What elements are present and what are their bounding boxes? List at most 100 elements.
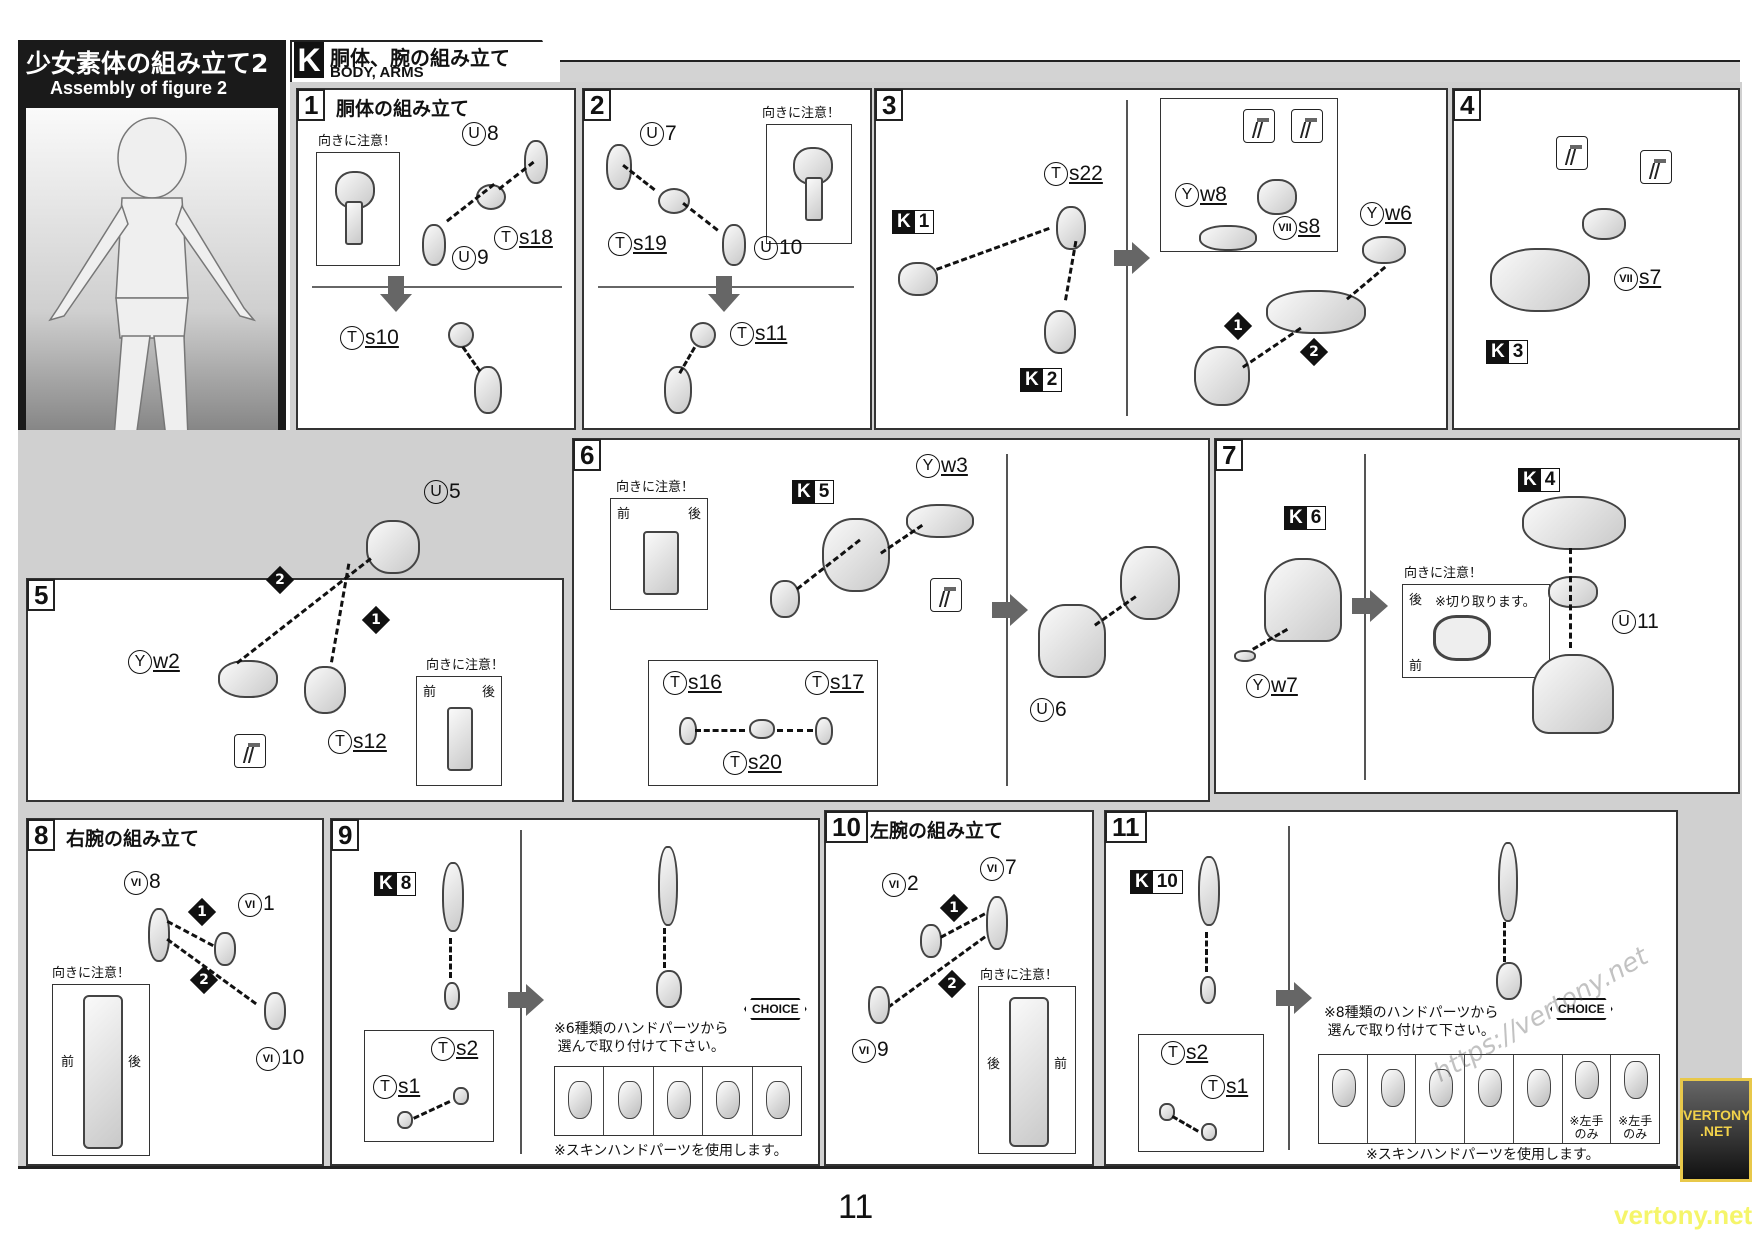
divider	[312, 286, 562, 288]
hand-option[interactable]	[1416, 1055, 1466, 1143]
hand-part-icon	[617, 1081, 642, 1119]
orientation-inset: 前 後	[610, 498, 708, 610]
part-image	[444, 982, 460, 1010]
part-image	[1120, 546, 1180, 620]
front-label: 前	[617, 507, 631, 522]
cut-gate-icon	[234, 734, 266, 768]
hand-option[interactable]	[703, 1067, 753, 1135]
part-image	[148, 908, 170, 962]
hand-note: ※8種類のハンドパーツから 選んで取り付けて下さい。	[1324, 1005, 1499, 1039]
part-image	[664, 366, 692, 414]
part-image	[1496, 962, 1522, 1000]
left-hand-only-note: ※左手のみ	[1618, 1114, 1653, 1141]
step-number: 11	[1105, 811, 1147, 843]
assembly-arrow	[1503, 922, 1506, 962]
watermark-site: vertony.net	[1614, 1200, 1753, 1230]
orientation-note: 向きに注意！	[1404, 566, 1483, 581]
section-letter: K	[294, 42, 324, 78]
assembly-arrow	[1171, 1115, 1199, 1133]
part-image	[1522, 496, 1626, 550]
order-badge-2: 2	[937, 969, 967, 999]
order-badge-2: 2	[1299, 337, 1329, 367]
hand-option[interactable]	[604, 1067, 654, 1135]
hand-part-icon	[1526, 1069, 1551, 1107]
hand-part-icon	[765, 1081, 790, 1119]
orientation-note: 向きに注意！	[426, 658, 505, 673]
hand-option[interactable]	[555, 1067, 605, 1135]
hand-part-icon	[716, 1081, 741, 1119]
section-title-jp: 胴体、腕の組み立て	[330, 46, 510, 70]
part-image	[1490, 248, 1590, 312]
order-badge-1: 1	[187, 897, 217, 927]
part-image	[805, 177, 823, 221]
divider	[1006, 454, 1008, 786]
step-number: 3	[875, 89, 904, 121]
down-arrow-icon	[708, 276, 740, 312]
hand-option[interactable]	[1368, 1055, 1417, 1143]
hand-option[interactable]	[654, 1067, 704, 1135]
down-arrow-icon	[380, 276, 412, 312]
part-image	[218, 660, 278, 698]
part-image	[442, 862, 464, 932]
part-image	[658, 188, 690, 214]
part-image	[476, 184, 506, 210]
part-image	[1009, 997, 1049, 1147]
hand-choice-box	[554, 1066, 802, 1136]
assembly-arrow	[461, 346, 482, 373]
assembly-arrow	[1205, 932, 1208, 972]
order-badge-1: 1	[939, 893, 969, 923]
part-image	[1056, 206, 1086, 250]
hand-option[interactable]: ※左手のみ	[1611, 1055, 1659, 1143]
part-image	[366, 520, 420, 574]
hand-option[interactable]	[1514, 1055, 1563, 1143]
cut-gate-icon	[930, 578, 962, 612]
part-image	[749, 719, 775, 739]
step-number: 5	[27, 579, 56, 611]
part-image	[524, 140, 548, 184]
order-badge-2: 2	[189, 965, 219, 995]
hand-part-icon	[1429, 1069, 1454, 1107]
hand-part-icon	[1478, 1069, 1503, 1107]
orientation-note: 向きに注意！	[980, 968, 1059, 983]
step-number: 6	[573, 439, 602, 471]
hand-option[interactable]: ※左手のみ	[1563, 1055, 1612, 1143]
part-image	[447, 707, 473, 771]
part-image	[722, 224, 746, 266]
hand-note: ※6種類のハンドパーツから 選んで取り付けて下さい。	[554, 1021, 729, 1055]
assembly-arrow	[663, 928, 666, 968]
hand-option[interactable]	[1465, 1055, 1514, 1143]
back-label: 後	[127, 1055, 141, 1070]
hand-part-icon	[1380, 1069, 1405, 1107]
back-label: 後	[987, 1057, 1001, 1072]
hand-option[interactable]	[1319, 1055, 1368, 1143]
part-image	[474, 366, 502, 414]
hand-option[interactable]	[753, 1067, 801, 1135]
orientation-note: 向きに注意！	[616, 480, 695, 495]
choice-badge: CHOICE	[1550, 998, 1613, 1020]
part-image	[1200, 976, 1216, 1004]
